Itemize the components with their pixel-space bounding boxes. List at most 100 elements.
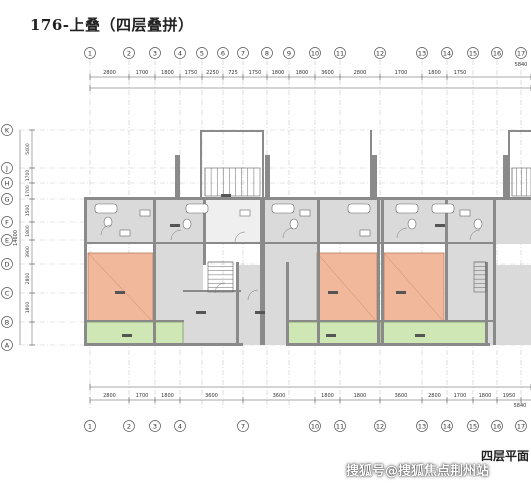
wall-segment xyxy=(485,262,488,345)
dim-label-top: 1800 xyxy=(161,70,174,76)
room-tag xyxy=(122,334,132,337)
door-swing xyxy=(170,229,182,241)
bathtub-fixture xyxy=(431,203,455,214)
axis-bubble-bottom-circle xyxy=(491,420,503,432)
toilet-fixture xyxy=(407,218,417,230)
wall-segment xyxy=(380,343,490,346)
wall-segment xyxy=(203,197,206,265)
dim-label-top: 1700 xyxy=(136,70,149,76)
basin-fixture xyxy=(299,209,311,217)
wall-segment xyxy=(153,197,156,345)
axis-bubble-top-circle xyxy=(261,47,273,59)
axis-bubble-top: 15 xyxy=(469,49,477,57)
dim-label-bottom: 3600 xyxy=(205,393,218,399)
stair-outline xyxy=(207,261,234,293)
dim-label-bottom: 2800 xyxy=(103,393,116,399)
dim-label-top: 2800 xyxy=(354,70,367,76)
axis-bubble-bottom: 13 xyxy=(418,422,426,430)
axis-bubble-top: 14 xyxy=(443,49,451,57)
axis-bubble-bottom: 14 xyxy=(443,422,451,430)
axis-bubble-bottom: 10 xyxy=(311,422,319,430)
dim-label-bottom: 3600 xyxy=(395,393,408,399)
balcony-fill xyxy=(287,321,381,346)
axis-bubble-top: 12 xyxy=(376,49,384,57)
living-diagonal xyxy=(87,252,154,323)
room-tag xyxy=(435,224,445,227)
axis-bubble-top-circle xyxy=(309,47,321,59)
dim-label-left: 1800 xyxy=(25,225,31,237)
room-tag xyxy=(255,311,265,314)
wall-segment xyxy=(84,320,184,322)
axis-bubble-bottom: 17 xyxy=(517,422,525,430)
wall-segment xyxy=(265,155,270,200)
watermark: 搜狐号@搜狐焦点荆州站 xyxy=(346,464,490,479)
axis-bubble-row-circle xyxy=(1,287,13,299)
axis-bubble-row-circle xyxy=(1,339,13,351)
wall-segment xyxy=(262,242,382,244)
wall-segment xyxy=(495,197,531,200)
dim-label-top: 1800 xyxy=(296,70,309,76)
door-swing xyxy=(396,227,408,239)
axis-bubble-top-circle xyxy=(491,47,503,59)
walls xyxy=(84,130,531,346)
axis-bubble-row-circle xyxy=(1,193,13,205)
axis-bubble-top: 17 xyxy=(517,49,525,57)
toilet-fixture xyxy=(473,218,483,230)
axis-bubble-row-circle xyxy=(1,316,13,328)
toilet-fixture xyxy=(182,218,192,230)
axis-bubble-bottom-circle xyxy=(84,420,96,432)
dim-label-bottom: 1950 xyxy=(503,393,516,399)
stair-outline xyxy=(204,167,261,197)
axis-bubble-bottom-circle xyxy=(174,420,186,432)
axis-bubble-row-circle xyxy=(1,177,13,189)
room-tag xyxy=(328,291,338,294)
bathtub-fixture xyxy=(395,203,419,214)
balcony-fill xyxy=(379,321,488,346)
wall-segment xyxy=(183,343,243,346)
toilet-fixture xyxy=(103,216,113,228)
axis-bubble-top: 7 xyxy=(241,49,245,57)
axis-bubble-top-circle xyxy=(174,47,186,59)
living-diagonal xyxy=(316,252,378,323)
wall-segment xyxy=(377,197,380,345)
room-tag xyxy=(115,291,125,294)
axis-bubble-bottom-circle xyxy=(123,420,135,432)
wall-segment xyxy=(370,130,372,200)
dim-label-bottom: 3600 xyxy=(273,393,286,399)
axis-bubble-row: A xyxy=(5,341,10,349)
axis-bubble-top-circle xyxy=(467,47,479,59)
axis-bubble-bottom-circle xyxy=(309,420,321,432)
wall-segment xyxy=(262,197,265,345)
wall-segment xyxy=(286,262,289,345)
balcony-fill xyxy=(85,321,184,346)
axis-bubble-bottom: 1 xyxy=(88,422,92,430)
axis-bubble-bottom: 3 xyxy=(153,422,157,430)
dim-label-bottom-extra: 5840 xyxy=(514,403,527,409)
axis-bubble-bottom: 7 xyxy=(241,422,245,430)
room-tag xyxy=(415,334,425,337)
axis-bubble-top-circle xyxy=(416,47,428,59)
axis-bubble-row: K xyxy=(5,126,10,134)
axis-bubble-row: E xyxy=(5,236,9,244)
axis-bubble-row-circle xyxy=(1,234,13,246)
axis-bubble-row: C xyxy=(5,289,10,297)
axis-bubble-top-circle xyxy=(149,47,161,59)
axis-bubble-bottom: 15 xyxy=(469,422,477,430)
dim-label-bottom: 1700 xyxy=(454,393,467,399)
axis-bubble-bottom-circle xyxy=(334,420,346,432)
stair-outline xyxy=(473,261,487,293)
wall-segment xyxy=(200,130,262,132)
door-swing xyxy=(469,229,481,241)
room-fill xyxy=(262,244,317,322)
axis-bubble-row: F xyxy=(5,218,9,226)
room-fill xyxy=(206,199,264,244)
dim-label-left: 3900 xyxy=(25,246,31,258)
axis-bubble-top: 13 xyxy=(418,49,426,57)
axis-bubble-row-circle xyxy=(1,258,13,270)
wall-segment xyxy=(372,155,377,200)
dim-label-left: 1700 xyxy=(25,185,31,197)
axis-bubble-top: 4 xyxy=(178,49,182,57)
wall-segment xyxy=(381,197,384,345)
bathtub-fixture xyxy=(185,203,209,214)
